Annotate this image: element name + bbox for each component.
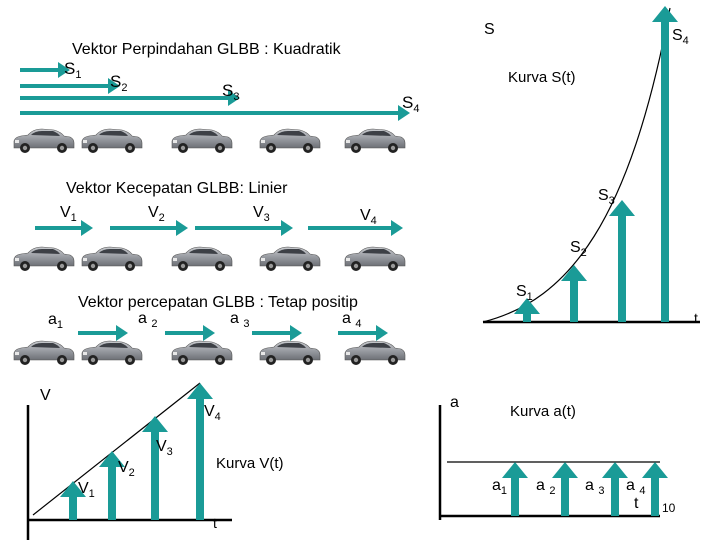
curve-s-arrow-2 — [561, 265, 587, 322]
curve-a-x-axis-label: t — [634, 495, 639, 512]
curve-v-arrow-3 — [142, 416, 168, 520]
curve-s-arrow-1 — [514, 298, 540, 322]
displacement-label-2: S2 — [110, 72, 128, 94]
curve-s-label-2: S2 — [570, 239, 587, 259]
curve-s-label-1: S1 — [516, 283, 533, 303]
acceleration-arrow-4 — [338, 325, 388, 341]
curve-a-label-4: a 4 — [626, 477, 646, 497]
displacement-arrow-4 — [20, 105, 410, 121]
velocity-label-2: V2 — [148, 204, 165, 224]
curve-v-y-axis-label: V — [40, 387, 51, 404]
displacement-car-5 — [344, 128, 406, 154]
displacement-label-3: S3 — [222, 81, 240, 103]
curve-s-title: Kurva S(t) — [508, 69, 576, 86]
velocity-title: Vektor Kecepatan GLBB: Linier — [66, 180, 288, 197]
acceleration-arrow-2 — [165, 325, 215, 341]
curve-v-label-3: V3 — [156, 438, 173, 458]
displacement-car-2 — [81, 128, 143, 154]
curve-v-title: Kurva V(t) — [216, 455, 284, 472]
curve-a-arrow-3 — [602, 462, 628, 516]
curve-v-label-2: V2 — [118, 459, 135, 479]
acceleration-arrow-1 — [78, 325, 128, 341]
displacement-arrow-2 — [20, 78, 120, 94]
curve-s-line — [482, 7, 671, 323]
velocity-car-2 — [81, 246, 143, 272]
velocity-car-3 — [171, 246, 233, 272]
acceleration-car-3 — [171, 340, 233, 366]
velocity-car-1 — [13, 246, 75, 272]
curve-v-label-4: V4 — [204, 403, 221, 423]
curve-v-arrow-2 — [99, 451, 125, 520]
slide-number: 10 — [662, 501, 676, 515]
velocity-arrow-2 — [110, 220, 188, 236]
velocity-arrow-1 — [35, 220, 93, 236]
acceleration-title: Vektor percepatan GLBB : Tetap positip — [78, 294, 358, 311]
curve-v-label-1: V1 — [78, 480, 95, 500]
curve-a-label-1: a1 — [492, 477, 508, 497]
velocity-label-4: V4 — [360, 207, 377, 227]
acceleration-car-4 — [259, 340, 321, 366]
curve-s-arrow-4 — [652, 6, 678, 322]
acceleration-label-4: a 4 — [342, 310, 362, 330]
velocity-arrow-3 — [195, 220, 293, 236]
curve-v-arrow-1 — [60, 481, 86, 520]
displacement-car-1 — [13, 128, 75, 154]
velocity-arrow-4 — [308, 220, 403, 236]
velocity-label-1: V1 — [60, 204, 77, 224]
curve-s-label-3: S3 — [598, 187, 615, 207]
curve-a-y-axis-label: a — [450, 394, 459, 411]
curve-s-arrow-3 — [609, 200, 635, 322]
velocity-label-3: V3 — [253, 204, 270, 224]
curve-a-title: Kurva a(t) — [510, 403, 576, 420]
curve-a-arrow-4 — [642, 462, 668, 516]
displacement-car-4 — [259, 128, 321, 154]
displacement-arrow-1 — [20, 62, 70, 78]
acceleration-label-3: a 3 — [230, 310, 250, 330]
acceleration-car-2 — [81, 340, 143, 366]
curve-s-label-4: S4 — [672, 27, 689, 47]
acceleration-car-1 — [13, 340, 75, 366]
displacement-title: Vektor Perpindahan GLBB : Kuadratik — [72, 41, 341, 58]
curve-s-x-axis-label: t — [694, 310, 698, 326]
displacement-car-3 — [171, 128, 233, 154]
acceleration-label-1: a1 — [48, 311, 64, 331]
curve-a-label-2: a 2 — [536, 477, 556, 497]
acceleration-arrow-3 — [252, 325, 302, 341]
curve-a-arrow-1 — [502, 462, 528, 516]
acceleration-car-5 — [344, 340, 406, 366]
curve-v-arrow-4 — [187, 383, 213, 520]
curve-s-y-axis-label: S — [484, 21, 495, 38]
curve-a-label-3: a 3 — [585, 477, 605, 497]
velocity-car-5 — [344, 246, 406, 272]
displacement-arrow-3 — [20, 90, 240, 106]
displacement-label-4: S4 — [402, 93, 420, 115]
curve-v-x-axis-label: t — [213, 515, 217, 531]
displacement-label-1: S1 — [64, 59, 82, 81]
velocity-car-4 — [259, 246, 321, 272]
curve-a-arrow-2 — [552, 462, 578, 516]
acceleration-label-2: a 2 — [138, 310, 158, 330]
curve-v-line — [32, 382, 201, 516]
